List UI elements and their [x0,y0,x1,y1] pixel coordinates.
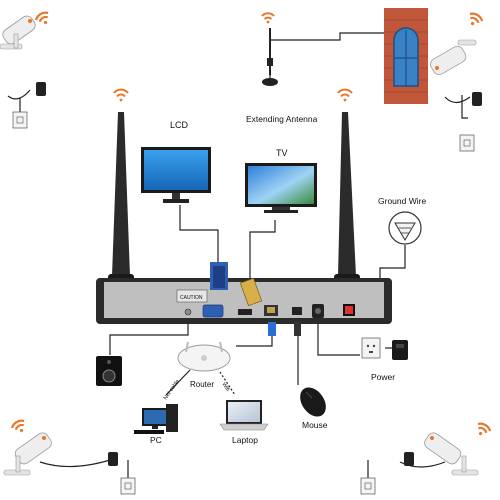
power-jack [312,304,324,318]
power-label: Power [371,372,395,382]
wifi-signal-icon [261,12,275,24]
mouse-label: Mouse [302,420,328,430]
extending-antenna-label: Extending Antenna [246,114,318,124]
power-socket-icon [361,337,381,359]
brick-wall [384,8,428,104]
lan-port [264,305,278,316]
ground-symbol-icon [388,211,422,245]
lan-connector [268,322,276,336]
power-adapter-icon [404,452,414,466]
power-adapter-icon [472,92,482,106]
window-icon [393,27,419,87]
camera-top-right [430,12,484,152]
ground-screw [184,308,192,316]
wifi-signal-icon [337,88,353,102]
vga-port [202,304,224,318]
router-label: Router [190,380,214,389]
bullet-camera-icon [3,432,52,476]
speaker-icon [96,356,122,386]
wifi-label: Wifi [220,382,230,393]
bullet-camera-icon [424,432,479,476]
net-cable-label: Net cable [163,379,181,401]
router-icon [177,341,231,372]
tv [245,163,317,213]
lcd-label: LCD [170,120,189,130]
extending-antenna [261,12,278,86]
caution-label: CAUTION [180,295,203,301]
nvr-antenna-left [108,88,134,286]
usb-connector [294,322,301,336]
usb-port [292,307,302,315]
wifi-signal-icon [10,419,25,433]
wall-socket-icon [459,134,475,152]
mouse-icon [300,387,326,417]
power-switch [343,304,355,316]
wall-socket-icon [360,477,376,495]
bullet-camera-icon [0,15,36,50]
laptop-label: Laptop [232,435,258,445]
antenna-icon [262,28,278,86]
lcd-monitor [141,147,211,203]
caution-sticker: CAUTION [176,289,208,303]
hdmi-port [238,309,252,315]
power-adapter-icon [108,452,118,466]
wifi-signal-icon [113,88,129,102]
wifi-signal-icon [34,11,49,25]
ground-wire-label: Ground Wire [378,196,426,206]
bullet-camera-icon [430,39,477,75]
camera-bottom-right [360,422,492,495]
wifi-signal-icon [477,422,492,436]
vga-connector [210,262,228,290]
pc-label: PC [150,435,162,445]
nvr-antenna-right [334,88,360,286]
power-adapter-icon [36,82,46,96]
wifi-signal-icon [469,12,484,26]
wall-socket-icon [12,111,28,129]
tv-label: TV [276,148,288,158]
laptop-icon [219,400,269,431]
pc-icon [134,404,178,434]
camera-top-left [0,11,49,129]
hdmi-connector [239,277,263,307]
power-adapter-icon [392,340,408,360]
wall-socket-icon [120,477,136,495]
camera-bottom-left [3,419,136,495]
